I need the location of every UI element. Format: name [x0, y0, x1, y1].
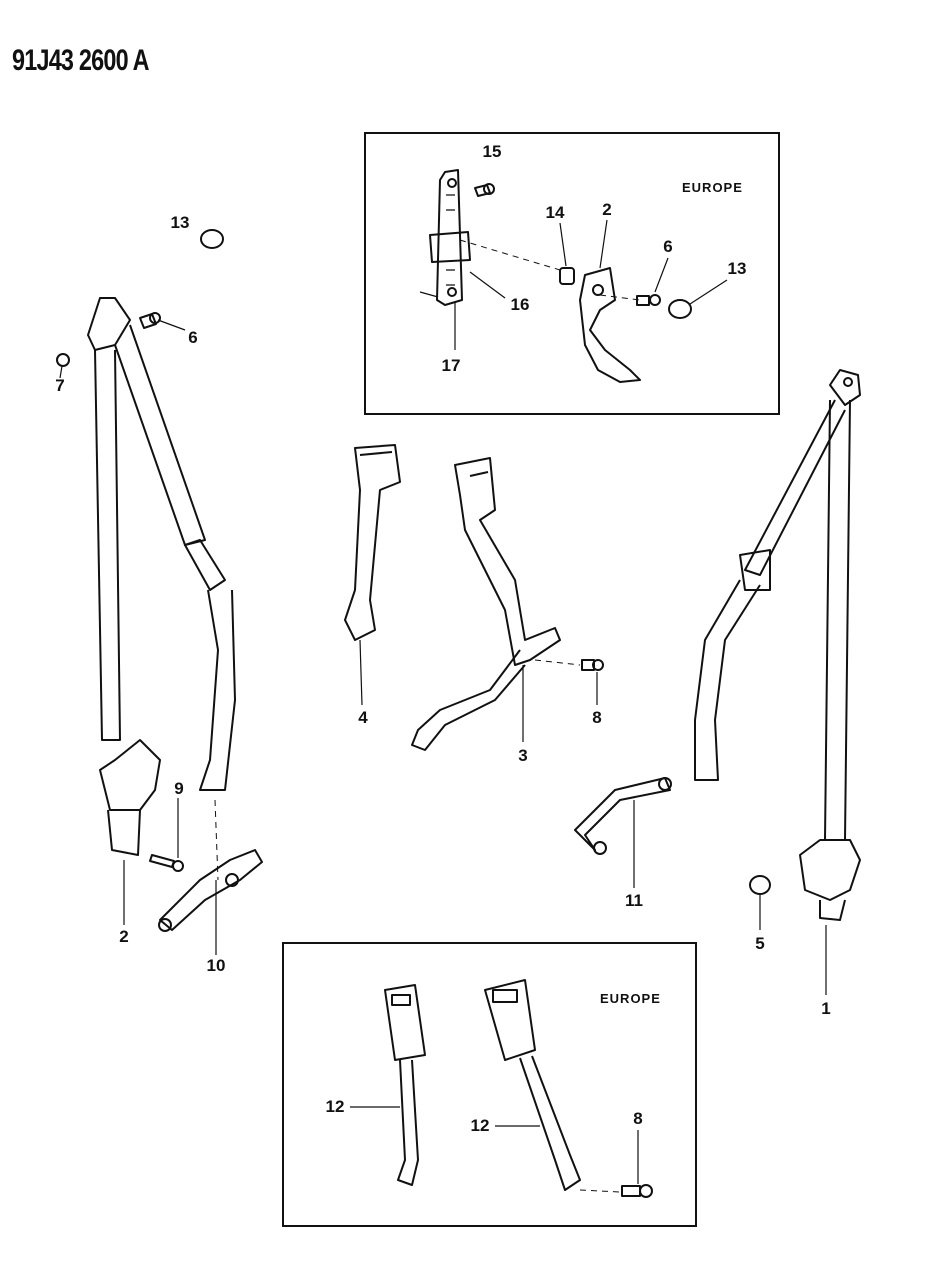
- callout-8: 8: [633, 1109, 643, 1128]
- callout-14: 14: [545, 203, 565, 222]
- height-adjuster-drawing: [419, 169, 641, 350]
- callout-11: 11: [625, 891, 643, 910]
- callout-2: 2: [119, 927, 129, 946]
- europe-inset-top: [364, 132, 780, 415]
- callout-3: 3: [518, 746, 528, 765]
- callout-6: 6: [188, 328, 198, 347]
- callout-10: 10: [206, 956, 226, 975]
- callout-8: 8: [592, 708, 602, 727]
- europe-buckles-drawing: [350, 979, 653, 1198]
- left-seat-belt-drawing: [56, 229, 263, 955]
- europe-inset-bottom: [282, 942, 697, 1227]
- callout-4: 4: [358, 708, 368, 727]
- callout-7: 7: [55, 376, 65, 395]
- callout-9: 9: [174, 779, 184, 798]
- diagram-code: 91J43 2600 A: [12, 44, 150, 77]
- callout-5: 5: [755, 934, 765, 953]
- callout-12: 12: [470, 1116, 490, 1135]
- callout-1: 1: [821, 999, 831, 1018]
- callout-13: 13: [727, 259, 747, 278]
- callout-2: 2: [602, 200, 612, 219]
- callout-6: 6: [663, 237, 673, 256]
- callout-17: 17: [441, 356, 461, 375]
- callout-16: 16: [510, 295, 530, 314]
- d-ring-drawing: [559, 219, 728, 383]
- inset-region-label: EUROPE: [682, 180, 743, 195]
- callout-12: 12: [325, 1097, 345, 1116]
- callout-15: 15: [482, 142, 502, 161]
- inset-region-label: EUROPE: [600, 991, 661, 1006]
- right-seat-belt-drawing: [574, 369, 861, 995]
- callout-13: 13: [170, 213, 190, 232]
- buckle-4-drawing: [344, 444, 401, 706]
- buckle-3-drawing: [411, 457, 604, 751]
